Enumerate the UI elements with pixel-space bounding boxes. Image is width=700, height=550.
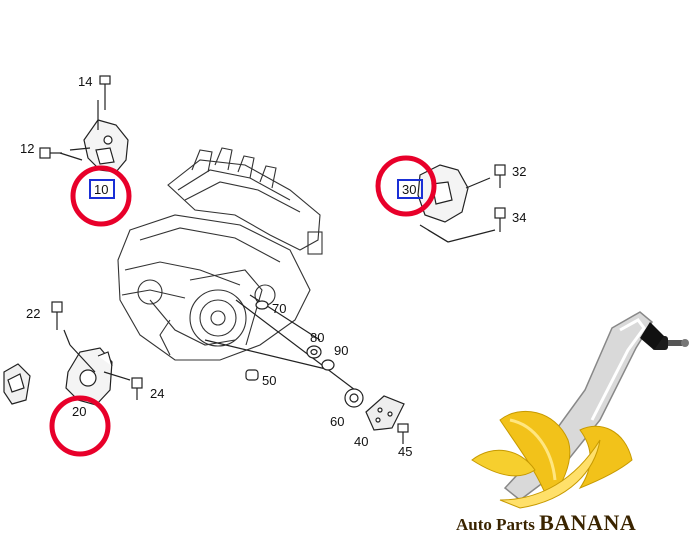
label-32: 32 [512, 164, 526, 179]
label-60: 60 [330, 414, 344, 429]
mount-10-assembly [39, 75, 129, 173]
banana-logo-art [471, 311, 689, 509]
engine-drawing [117, 147, 323, 361]
label-24: 24 [150, 386, 164, 401]
highlight-circle-10 [70, 165, 132, 227]
brand-wordmark: Auto Parts BANANA [456, 510, 696, 536]
label-50: 50 [262, 373, 276, 388]
label-30: 30 [402, 182, 416, 197]
label-70: 70 [272, 301, 286, 316]
highlight-circle-20 [49, 395, 111, 457]
label-40: 40 [354, 434, 368, 449]
label-10: 10 [94, 182, 108, 197]
part-numbers: 14 12 10 22 20 24 30 32 34 70 80 90 50 6… [20, 74, 526, 459]
mount-30-assembly [417, 164, 506, 243]
label-34: 34 [512, 210, 526, 225]
label-22: 22 [26, 306, 40, 321]
label-20: 20 [72, 404, 86, 419]
label-90: 90 [334, 343, 348, 358]
highlight-box-30 [397, 179, 423, 199]
brand-text-auto: Auto Parts [456, 515, 540, 534]
label-45: 45 [398, 444, 412, 459]
label-12: 12 [20, 141, 34, 156]
highlight-box-10 [89, 179, 115, 199]
label-80: 80 [310, 330, 324, 345]
mount-20-assembly [3, 301, 143, 406]
hardware-parts [204, 294, 409, 444]
label-14: 14 [78, 74, 92, 89]
highlight-circle-30 [375, 155, 437, 217]
brand-text-banana: BANANA [539, 510, 637, 535]
